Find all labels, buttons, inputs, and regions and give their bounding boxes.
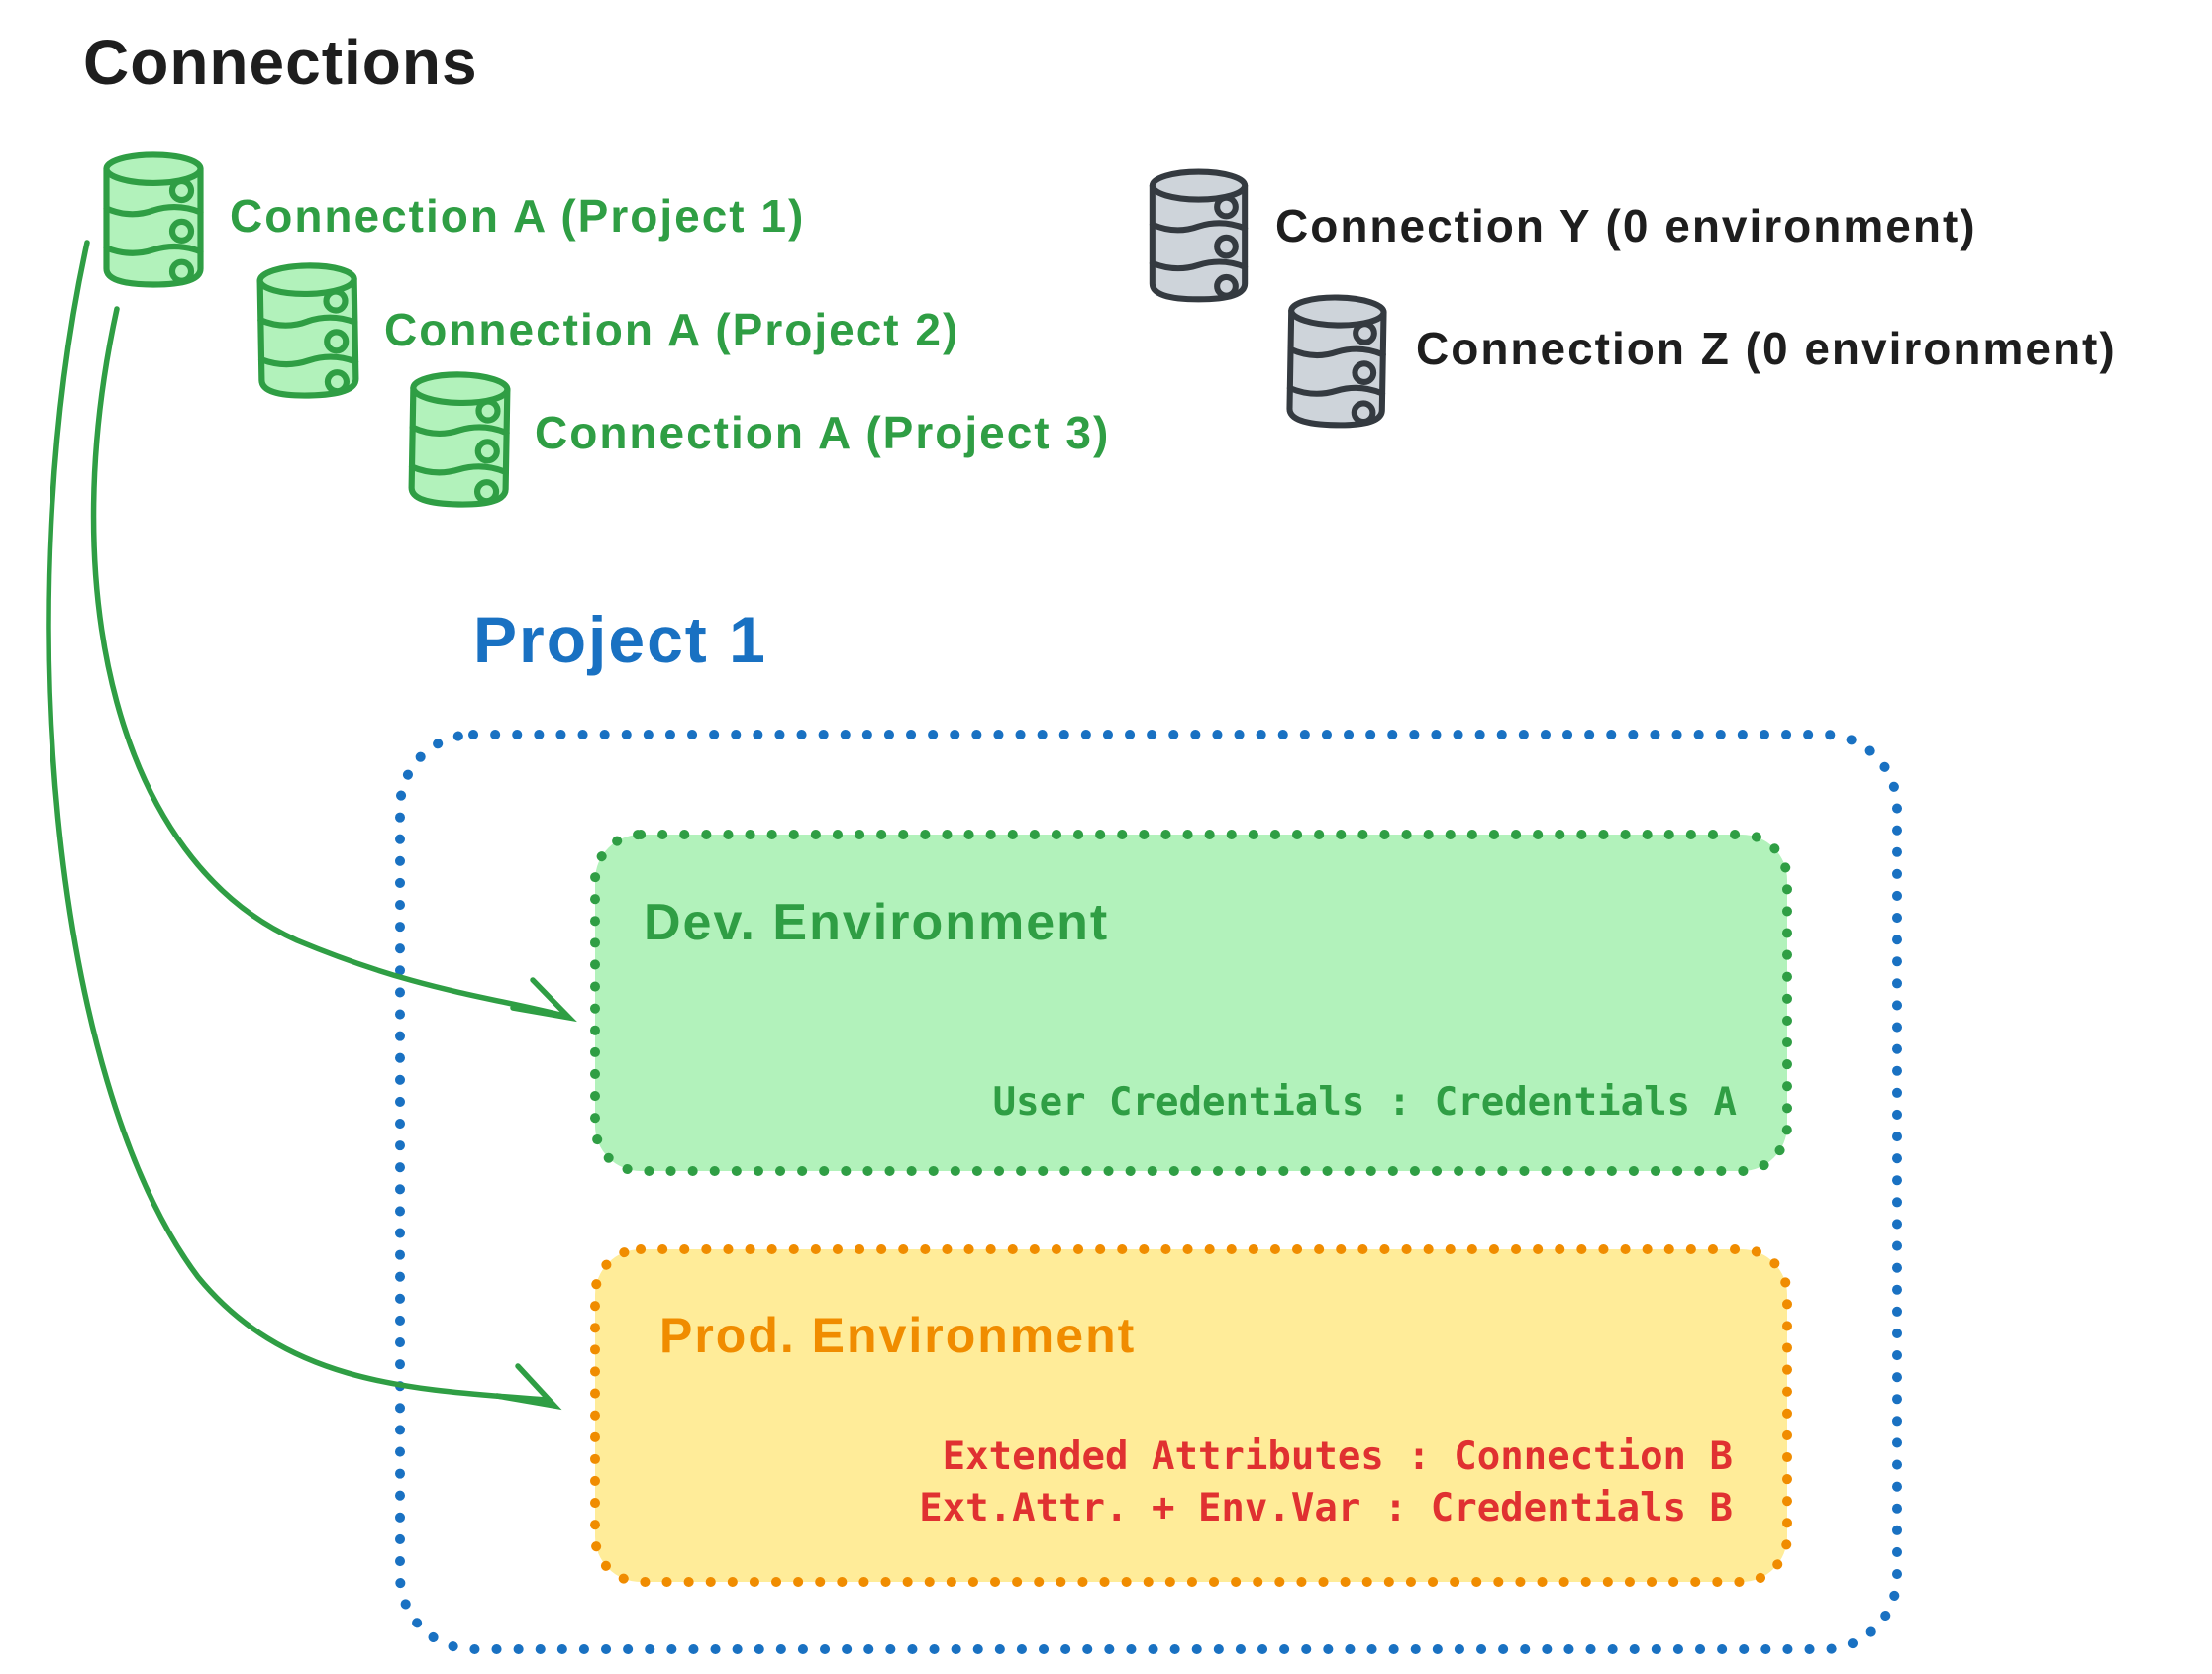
prod-environment-mapping-env-var: Ext.Attr. + Env.Var : Credentials B [919,1486,1733,1530]
connection-a-project-3-label: Connection A (Project 3) [535,407,1111,458]
connection-a-project-2-label: Connection A (Project 2) [384,304,960,355]
database-icon-connection-a-project-2 [251,257,365,402]
dev-environment-mapping: User Credentials : Credentials A [992,1080,1737,1125]
connection-z-label: Connection Z (0 environment) [1416,323,2117,374]
prod-environment-box [590,1244,1792,1587]
connection-a-project-1-label: Connection A (Project 1) [230,190,806,242]
project-1-container [395,730,1902,1654]
dev-environment-title: Dev. Environment [644,894,1110,951]
database-icon-connection-a-project-3 [402,366,517,511]
dev-environment-box [590,830,1792,1176]
arrowhead-prod [494,1363,562,1411]
database-icon-connection-y [1143,165,1255,304]
database-icon-connection-a-project-1 [97,148,210,290]
arrow-to-prod-environment [46,240,562,1411]
arrowhead-dev [510,977,577,1023]
arrow-to-dev-environment [90,306,577,1023]
project-1-title: Project 1 [473,603,767,676]
connection-y-label: Connection Y (0 environment) [1275,200,1977,251]
page-title: Connections [83,27,478,98]
prod-environment-title: Prod. Environment [659,1308,1137,1363]
prod-environment-mapping-extended-attributes: Extended Attributes : Connection B [942,1434,1733,1479]
database-icon-connection-z [1280,287,1394,434]
